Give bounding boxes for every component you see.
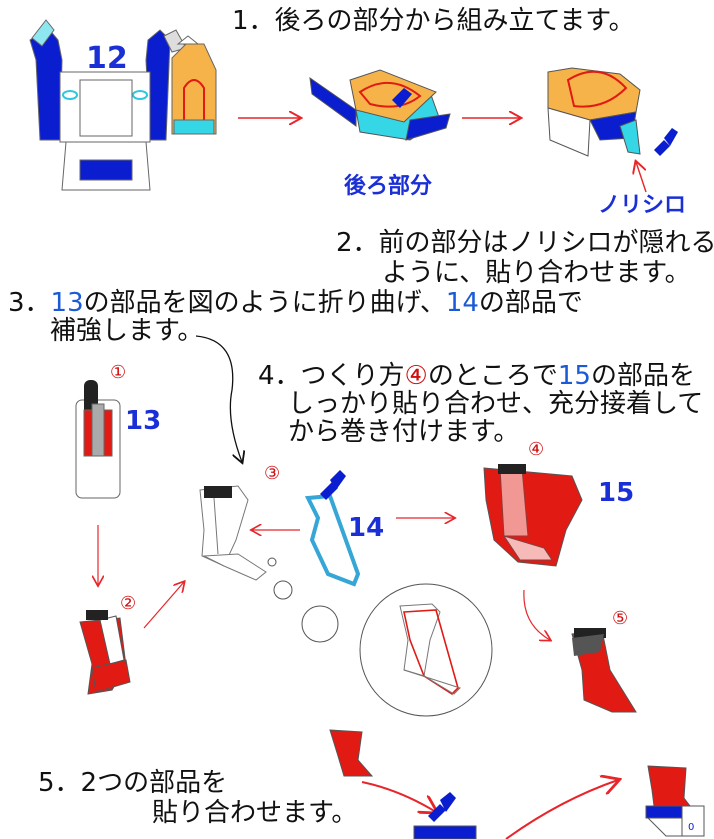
part-15-label: 15 (598, 478, 635, 508)
step5-upper-part (329, 729, 374, 777)
marker-2: ② (120, 593, 137, 614)
step5-text-line2: 貼り合わせます。 (152, 798, 358, 828)
step4-text-line3: から巻き付けます。 (288, 417, 520, 447)
step4-text-b: のところで (427, 361, 558, 391)
part-14-label: 14 (348, 513, 385, 543)
step5-finished-part: 0 (645, 765, 705, 837)
step1-text: 1．後ろの部分から組み立てます。 (232, 6, 635, 36)
folded-part-2 (79, 610, 131, 695)
part-14-outline (304, 470, 361, 587)
zoom-circle (359, 583, 493, 717)
bubble-large (301, 605, 339, 643)
step3-part14-ref: 14 (445, 288, 479, 318)
marker-5: ⑤ (612, 608, 629, 629)
part-12-label: 12 (86, 41, 128, 76)
step4-circle-ref: ④ (404, 361, 428, 391)
step4-text-line2: しっかり貼り合わせ、充分接着して (288, 389, 704, 419)
marker-3: ③ (264, 463, 281, 484)
marker-4: ④ (528, 439, 545, 460)
marker-1: ① (110, 362, 127, 383)
part-12-net (29, 19, 217, 191)
norishiro-label: ノリシロ (598, 193, 687, 218)
arrow-step5-a (361, 781, 436, 812)
norishiro-part-drawing (547, 67, 678, 193)
step3-text-a: 3． (8, 288, 51, 318)
step2-text-line2: ように、貼り合わせます。 (382, 258, 691, 288)
step2-text-line1: 2．前の部分はノリシロが隠れる (336, 228, 714, 258)
step4-part15-ref: 15 (557, 361, 591, 391)
step3-text-b: の部品を図のように折り曲げ、 (83, 288, 446, 318)
zoom-detail (399, 603, 461, 696)
step5-text-line1: 5．2つの部品を (38, 768, 228, 798)
bubble-medium (273, 580, 293, 600)
part-15-wrap (483, 464, 583, 567)
svg-text:0: 0 (688, 822, 694, 833)
part-13-strip (75, 380, 121, 499)
arrow-step3-curve (195, 335, 242, 462)
step3-text-line2: 補強します。 (50, 316, 204, 346)
back-part-drawing (309, 69, 451, 141)
arrow-2-to-3 (143, 582, 184, 629)
back-part-label: 後ろ部分 (344, 174, 433, 199)
step4-text-c: の部品を (590, 361, 695, 391)
step3-part13-ref: 13 (50, 288, 84, 318)
step4-text-a: 4．つくり方 (258, 361, 405, 391)
arrow-4-to-5 (523, 589, 550, 640)
boot-part-5 (571, 628, 637, 713)
step4-text-line1: 4．つくり方④のところで15の部品を (258, 363, 695, 389)
wireframe-part-3 (199, 485, 267, 581)
step3-text-c: の部品で (478, 288, 583, 318)
bubble-small (267, 557, 277, 567)
step5-base-part (413, 792, 477, 839)
step3-text-line1: 3．13の部品を図のように折り曲げ、14の部品で (8, 290, 583, 316)
part-13-label: 13 (125, 406, 162, 436)
arrow-step5-b (505, 780, 618, 839)
